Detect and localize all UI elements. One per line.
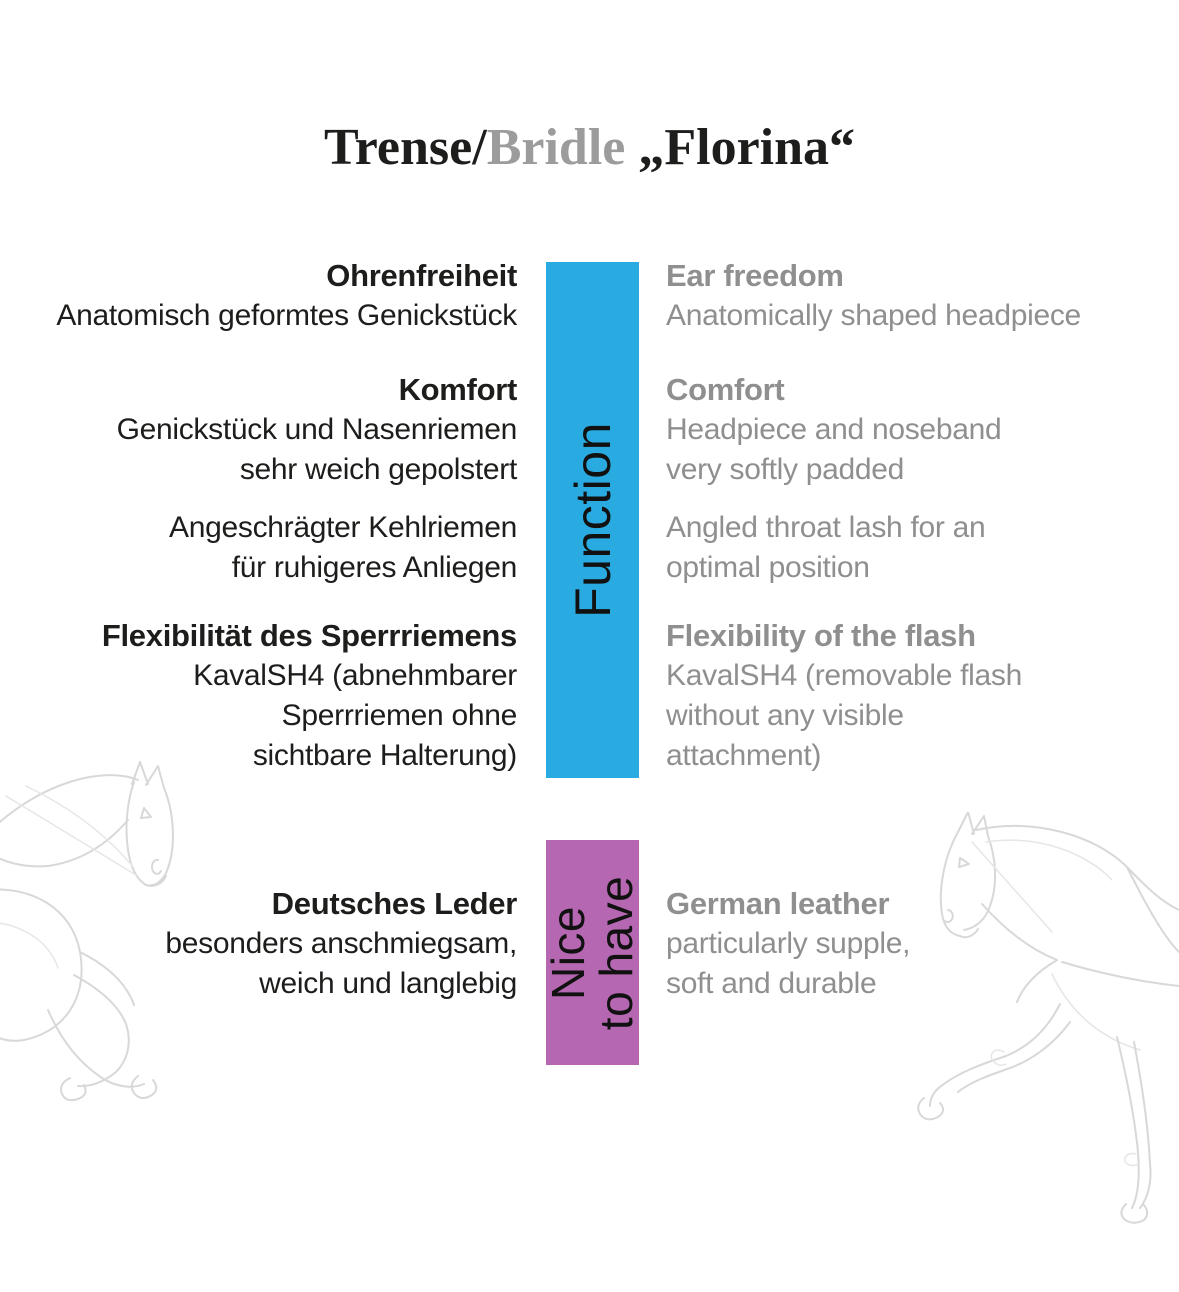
title-product-name: „Florina“ bbox=[625, 119, 856, 176]
feature-heading-en: Flexibility of the flash bbox=[666, 618, 976, 653]
feature-line-de: Sperrriemen ohne bbox=[281, 699, 518, 732]
feature-flash-flexibility-english: Flexibility of the flash KavalSH4 (remov… bbox=[666, 616, 1136, 776]
feature-throat-lash-english: Angled throat lash for an optimal positi… bbox=[666, 508, 1136, 588]
title-german-word: Trense/ bbox=[323, 119, 487, 176]
feature-line-en: Headpiece and noseband bbox=[666, 413, 1002, 446]
feature-heading-en: Comfort bbox=[666, 372, 785, 407]
feature-heading-de: Ohrenfreiheit bbox=[326, 258, 517, 293]
feature-line-de: Genickstück und Nasenriemen bbox=[116, 413, 518, 446]
feature-line-de: KavalSH4 (abnehmbarer bbox=[193, 659, 517, 692]
title-english-word: Bridle bbox=[486, 119, 626, 176]
feature-line-de: sehr weich gepolstert bbox=[239, 453, 517, 486]
feature-line-en: particularly supple, bbox=[666, 927, 911, 960]
function-bar-label: Function bbox=[564, 422, 621, 618]
feature-german-leather-english: German leather particularly supple, soft… bbox=[666, 884, 1136, 1004]
feature-line-de: für ruhigeres Anliegen bbox=[231, 551, 518, 584]
feature-line-de: weich und langlebig bbox=[259, 967, 517, 1000]
nice-to-have-label-line1: Nice bbox=[542, 905, 595, 1000]
feature-line-en: Anatomically shaped headpiece bbox=[666, 299, 1081, 332]
feature-throat-lash-german: Angeschrägter Kehlriemen für ruhigeres A… bbox=[0, 508, 517, 588]
function-category-bar: Function bbox=[546, 262, 639, 778]
feature-flash-flexibility-german: Flexibilität des Sperrriemens KavalSH4 (… bbox=[0, 616, 517, 776]
feature-line-de: Anatomisch geformtes Genickstück bbox=[56, 299, 517, 332]
horse-sketch-right bbox=[917, 812, 1179, 1224]
feature-ear-freedom-english: Ear freedom Anatomically shaped headpiec… bbox=[666, 256, 1136, 336]
page-title: Trense/Bridle „Florina“ bbox=[0, 118, 1179, 178]
feature-heading-de: Flexibilität des Sperrriemens bbox=[101, 618, 517, 653]
feature-heading-en: Ear freedom bbox=[666, 258, 844, 293]
feature-heading-de: Deutsches Leder bbox=[271, 886, 518, 921]
feature-line-en: attachment) bbox=[666, 739, 822, 772]
feature-heading-de: Komfort bbox=[398, 372, 518, 407]
feature-line-en: without any visible bbox=[666, 699, 904, 732]
feature-line-de: Angeschrägter Kehlriemen bbox=[169, 511, 517, 544]
feature-line-en: optimal position bbox=[666, 551, 870, 584]
feature-line-en: very softly padded bbox=[666, 453, 905, 486]
nice-to-have-bar-label: Nice to have bbox=[542, 875, 643, 1030]
nice-to-have-label-line2: to have bbox=[590, 875, 643, 1030]
feature-line-de: besonders anschmiegsam, bbox=[165, 927, 517, 960]
feature-ear-freedom-german: Ohrenfreiheit Anatomisch geformtes Genic… bbox=[0, 256, 517, 336]
feature-line-en: soft and durable bbox=[666, 967, 877, 1000]
feature-line-en: Angled throat lash for an bbox=[666, 511, 986, 544]
feature-line-de: sichtbare Halterung) bbox=[252, 739, 517, 772]
feature-comfort-german: Komfort Genickstück und Nasenriemen sehr… bbox=[0, 370, 518, 490]
feature-comfort-english: Comfort Headpiece and noseband very soft… bbox=[666, 370, 1136, 490]
feature-heading-en: German leather bbox=[666, 886, 890, 921]
feature-german-leather-german: Deutsches Leder besonders anschmiegsam, … bbox=[0, 884, 517, 1004]
feature-line-en: KavalSH4 (removable flash bbox=[666, 659, 1023, 692]
nice-to-have-category-bar: Nice to have bbox=[542, 840, 643, 1065]
